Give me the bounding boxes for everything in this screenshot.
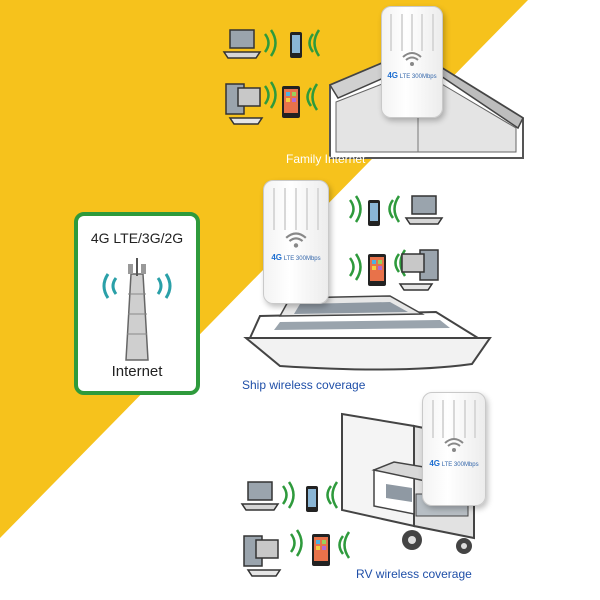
cell-tower-icon <box>102 258 172 361</box>
caption-family: Family Internet <box>286 152 366 166</box>
wifi-icon <box>444 438 464 452</box>
desktop-pc-icon <box>225 83 264 125</box>
tablet-icon <box>282 86 300 118</box>
signal-waves-icon <box>308 29 321 57</box>
tablet-icon <box>312 534 330 566</box>
laptop-icon <box>222 29 262 59</box>
router-label: 4G LTE 300Mbps <box>271 253 321 262</box>
signal-waves-icon <box>338 531 351 559</box>
router-rv: 4G LTE 300Mbps <box>422 392 486 506</box>
signal-waves-icon <box>306 83 319 111</box>
tower-caption: Internet <box>111 363 163 380</box>
laptop-icon <box>240 481 280 511</box>
laptop-icon <box>404 195 444 225</box>
wifi-icon <box>285 232 307 248</box>
desktop-pc-icon <box>398 249 439 291</box>
signal-waves-icon <box>348 195 362 223</box>
smartphone-icon <box>290 32 302 58</box>
signal-waves-icon <box>289 529 303 557</box>
router-family: 4G LTE 300Mbps <box>381 6 443 118</box>
caption-ship: Ship wireless coverage <box>242 378 366 392</box>
caption-rv: RV wireless coverage <box>356 567 472 581</box>
wifi-icon <box>402 52 422 66</box>
signal-waves-icon <box>394 249 407 277</box>
router-label: 4G LTE 300Mbps <box>387 71 437 80</box>
yacht-icon <box>243 295 492 371</box>
signal-waves-icon <box>388 195 401 223</box>
router-label: 4G LTE 300Mbps <box>429 459 479 468</box>
signal-waves-icon <box>281 481 295 509</box>
smartphone-icon <box>368 200 380 226</box>
signal-waves-icon <box>326 481 339 509</box>
tower-panel: 4G LTE/3G/2G Internet <box>74 212 200 395</box>
signal-waves-icon <box>263 81 277 109</box>
smartphone-icon <box>306 486 318 512</box>
router-ship: 4G LTE 300Mbps <box>263 180 329 304</box>
signal-waves-icon <box>348 253 362 281</box>
signal-waves-icon <box>263 29 277 57</box>
desktop-pc-icon <box>243 535 282 577</box>
network-label: 4G LTE/3G/2G <box>90 230 184 246</box>
tablet-icon <box>368 254 386 286</box>
